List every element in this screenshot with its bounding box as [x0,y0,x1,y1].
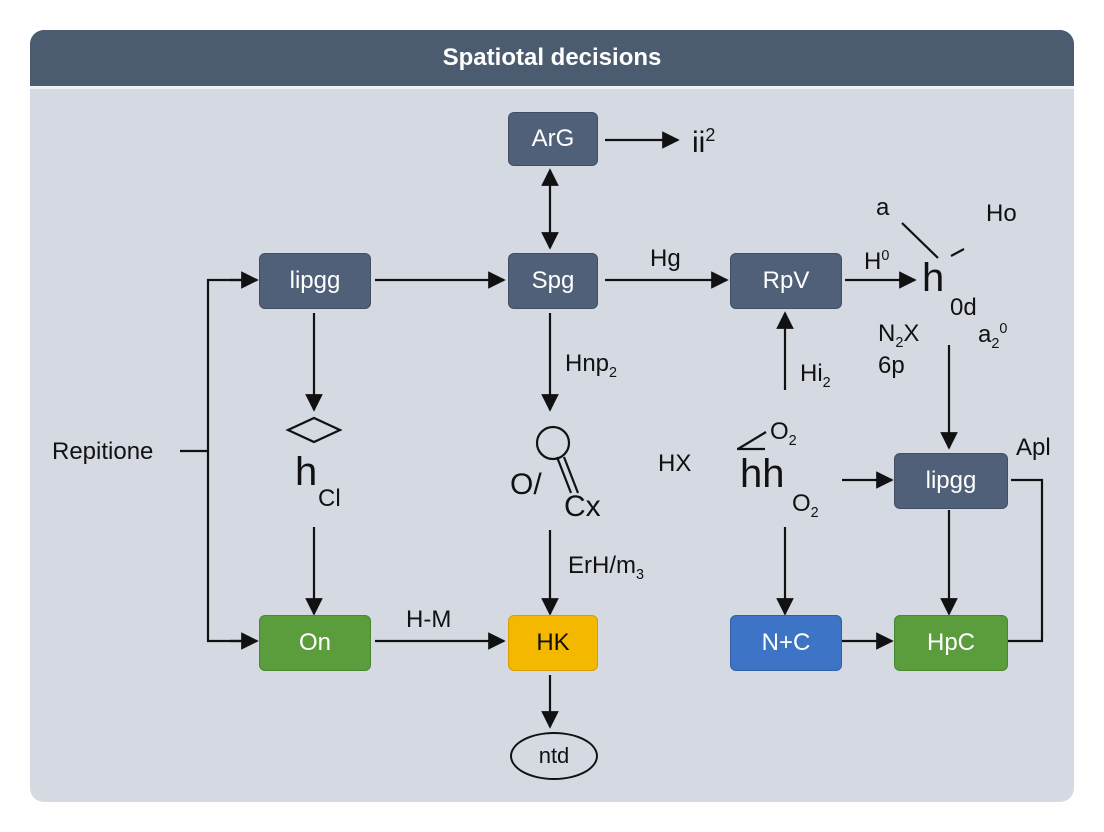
node-ntd: ntd [510,732,598,780]
label-hcl-cl: Cl [318,485,341,512]
node-spg: Spg [508,253,598,309]
node-rpv: RpV [730,253,842,309]
label-hnp2: Hnp2 [565,350,618,381]
label-6p: 6p [878,352,905,379]
label-ii: ii2 [692,125,716,159]
label-o-slash: O/ [510,468,542,501]
page-title: Spatiotal decisions [442,44,662,71]
label-hi2: Hi2 [800,360,831,391]
label-ho: Ho [986,200,1017,227]
label-od: 0d [950,294,977,321]
label-erh: ErH/m3 [568,552,645,583]
label-o2-bottom: O2 [792,490,819,521]
label-a: a [876,194,890,221]
diagram-panel: Spatiotal decisions [30,30,1074,802]
label-h0: H0 [864,248,890,275]
label-hh: hh [740,452,785,496]
feedback-lipgg-hpc [1006,478,1044,643]
label-hx: HX [658,450,692,477]
label-hg: Hg [650,245,681,272]
node-arg: ArG [508,112,598,166]
diamond-shape [285,416,343,444]
label-n2x: N2X [878,320,920,351]
label-apl: Apl [1016,434,1051,461]
node-hpc: HpC [894,615,1008,671]
node-hk: HK [508,615,598,671]
node-lipgg-left: lipgg [259,253,371,309]
connector-layer [180,131,1044,729]
label-a20: a20 [978,321,1008,352]
label-repitione: Repitione [52,438,154,465]
label-o2-top: O2 [770,418,797,449]
repitione-bracket [206,278,256,643]
header-bar: Spatiotal decisions [30,30,1074,89]
node-lipgg-right: lipgg [894,453,1008,509]
circle-shape [535,425,571,461]
node-on: On [259,615,371,671]
label-hcl-h: h [295,450,318,494]
label-hm: H-M [406,606,452,633]
label-cx: Cx [564,490,601,523]
label-h-big: h [922,256,945,300]
node-nc: N+C [730,615,842,671]
